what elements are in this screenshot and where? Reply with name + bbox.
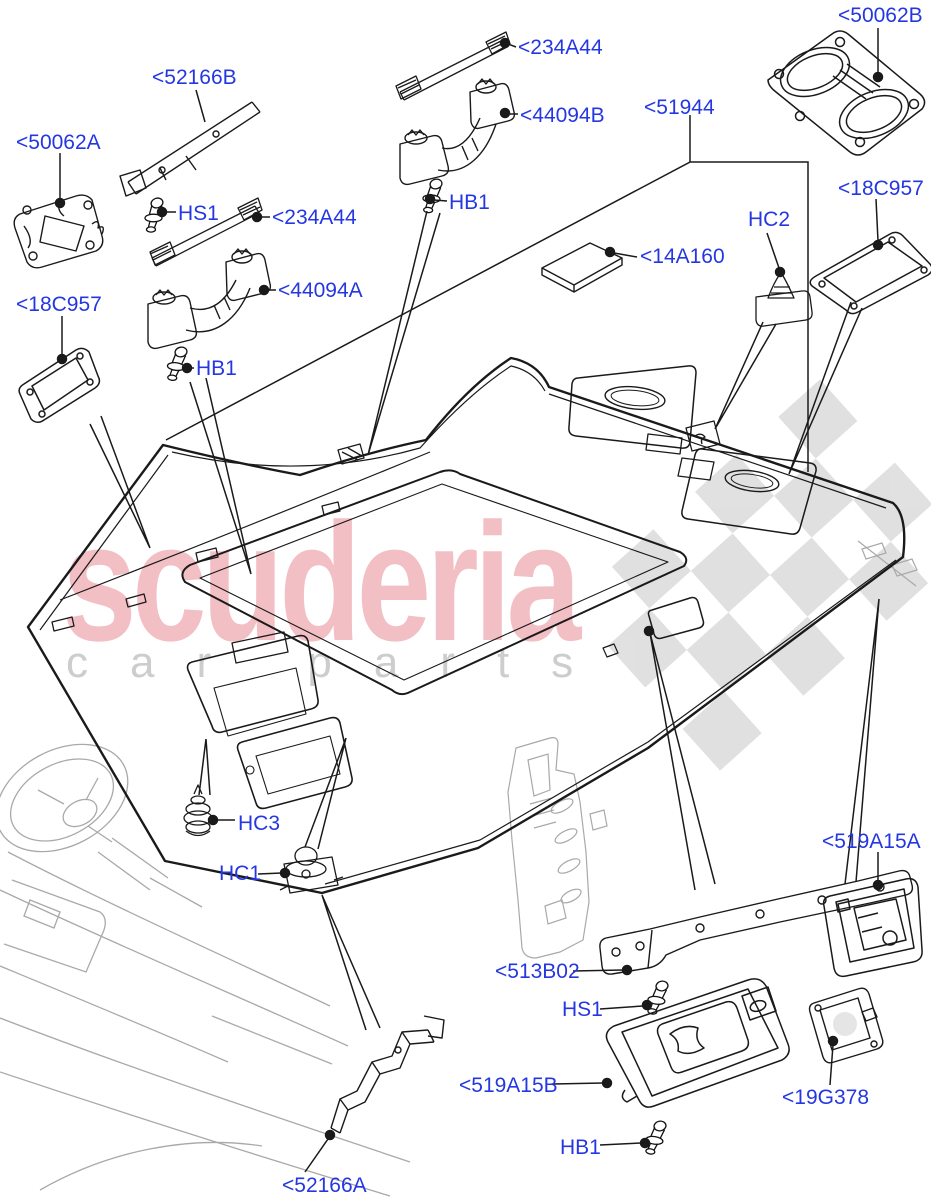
part-label-HC3[interactable]: HC3 <box>238 812 281 835</box>
part-HB1-bottom-drawing <box>643 1117 669 1157</box>
part-18C957-right-drawing <box>809 231 931 315</box>
part-HC2-drawing <box>755 267 813 327</box>
headliner-panel-drawing <box>26 356 906 895</box>
part-14A160-drawing <box>541 242 623 293</box>
part-label-52166A[interactable]: <52166A <box>282 1174 367 1197</box>
part-18C957-left-drawing <box>18 347 101 423</box>
part-label-HB1-left[interactable]: HB1 <box>196 357 237 380</box>
part-label-18C957-left[interactable]: <18C957 <box>16 293 102 316</box>
part-label-52166B[interactable]: <52166B <box>152 66 237 89</box>
part-label-HC1[interactable]: HC1 <box>219 862 262 885</box>
part-label-519A15B[interactable]: <519A15B <box>459 1074 558 1097</box>
part-label-18C957-right[interactable]: <18C957 <box>838 177 924 200</box>
leader-lines <box>54 28 884 1173</box>
part-52166B-drawing <box>119 101 261 197</box>
part-label-44094A[interactable]: <44094A <box>278 279 363 302</box>
part-label-51944[interactable]: <51944 <box>644 96 715 119</box>
part-519A15A-drawing <box>822 877 923 978</box>
part-label-519A15A[interactable]: <519A15A <box>822 830 921 853</box>
part-label-50062A[interactable]: <50062A <box>16 131 101 154</box>
part-label-234A44-left[interactable]: <234A44 <box>272 206 357 229</box>
part-44094A-drawing <box>147 248 272 350</box>
part-label-19G378[interactable]: <19G378 <box>782 1086 869 1109</box>
part-label-44094B[interactable]: <44094B <box>520 104 605 127</box>
part-513B02-drawing <box>599 869 914 975</box>
part-label-HS1-top[interactable]: HS1 <box>178 202 219 225</box>
b-pillar-sketch <box>507 737 608 959</box>
part-52166A-drawing <box>330 1015 445 1134</box>
part-234A44-left-drawing <box>149 197 263 267</box>
part-label-HB1-top[interactable]: HB1 <box>449 191 490 214</box>
part-44094B-drawing <box>399 78 516 186</box>
watermark-subtitle: car parts <box>66 638 616 687</box>
part-234A44-top-drawing <box>395 31 511 101</box>
part-label-HC2[interactable]: HC2 <box>748 208 791 231</box>
checkered-flag-pattern <box>607 379 931 771</box>
part-519A15B-drawing <box>605 978 790 1108</box>
part-HC3-drawing <box>183 784 213 837</box>
cabin-sketch <box>0 743 411 1197</box>
part-19G378-drawing <box>808 987 884 1064</box>
part-label-234A44-top[interactable]: <234A44 <box>518 36 603 59</box>
part-label-HB1-bottom[interactable]: HB1 <box>560 1136 601 1159</box>
corner-clips-sketch <box>857 540 918 587</box>
part-50062B-drawing <box>767 30 926 156</box>
pointer-lines <box>89 210 880 1031</box>
part-label-HS1-bottom[interactable]: HS1 <box>562 998 603 1021</box>
part-label-50062B[interactable]: <50062B <box>838 4 923 27</box>
watermark-brand: scuderia <box>62 488 581 676</box>
part-50062A-drawing <box>13 194 105 269</box>
part-label-14A160[interactable]: <14A160 <box>640 245 725 268</box>
part-label-513B02[interactable]: <513B02 <box>495 960 580 983</box>
